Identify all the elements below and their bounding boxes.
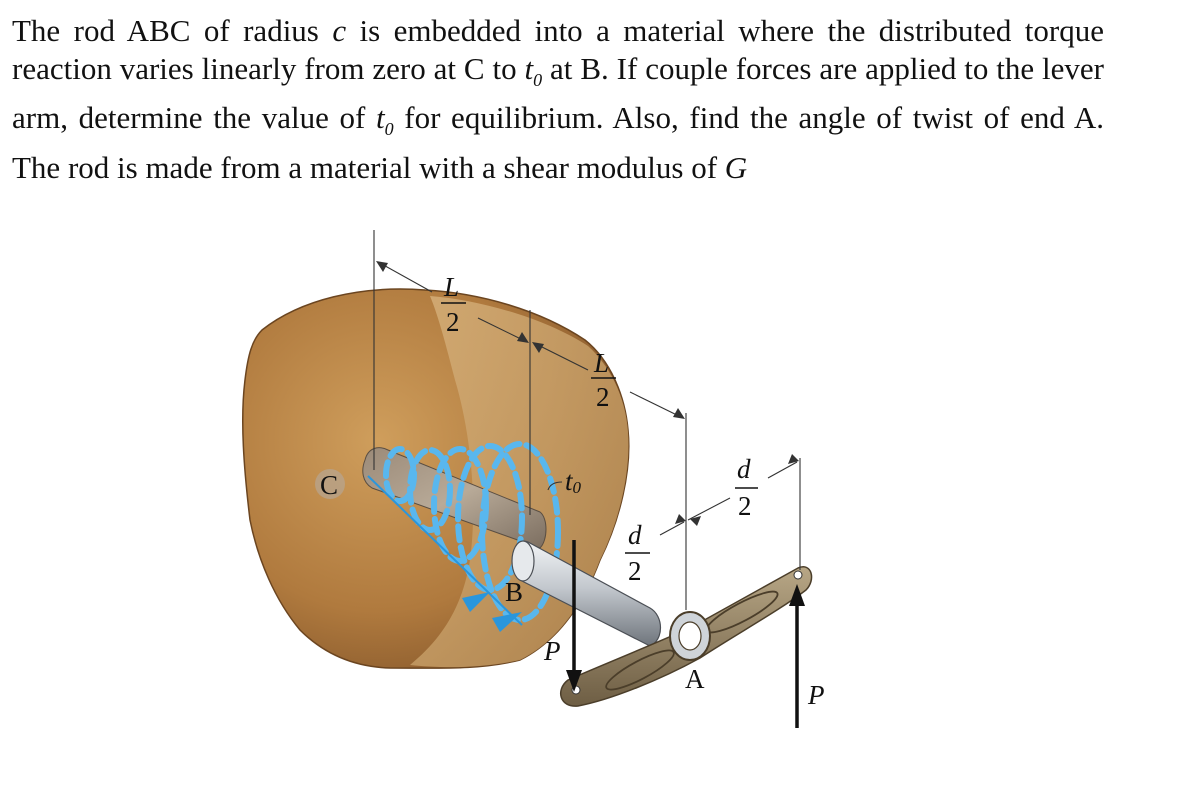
shear-modulus-symbol: G — [724, 149, 748, 185]
torque-distribution-line — [367, 475, 523, 626]
torque-arrow-head — [462, 592, 490, 612]
dim-label-l: L — [593, 348, 609, 378]
tapered-rod-section — [362, 447, 547, 549]
problem-text-4: for equilibrium. Also, find the angle of… — [12, 100, 1104, 185]
force-p-left-label: P — [543, 636, 561, 666]
problem-text-1: The rod ABC of radius — [12, 13, 333, 48]
force-p-right-label: P — [807, 680, 825, 710]
dim-label-d: d — [737, 454, 751, 484]
t0-symbol: t0 — [375, 100, 394, 140]
dim-label-two: 2 — [596, 382, 610, 412]
radius-symbol: c — [332, 13, 347, 48]
force-p-left-arrowhead — [566, 670, 582, 692]
lever-hub-hole — [678, 621, 702, 651]
dim-label-d: d — [628, 520, 642, 550]
distributed-torque-arrows — [383, 441, 561, 623]
point-c-marker — [315, 469, 345, 499]
problem-text-2: is embedded into a material where the di… — [12, 13, 1104, 86]
point-b-label: B — [505, 577, 523, 607]
dimension-extension-lines — [373, 230, 801, 610]
dim-label-two: 2 — [446, 307, 460, 337]
dimension-arrowheads — [376, 261, 799, 526]
dim-label-two: 2 — [738, 491, 752, 521]
lever-pin-right — [793, 570, 803, 580]
dim-label-l: L — [443, 272, 459, 302]
dim-label-two: 2 — [628, 556, 642, 586]
t0-symbol: t0 — [524, 50, 543, 90]
problem-statement: The rod ABC of radius c is embedded into… — [12, 12, 1104, 186]
point-c-label: C — [320, 470, 338, 500]
t0-leader — [547, 481, 563, 491]
dimension-lines — [377, 261, 798, 536]
lever-slot-left — [605, 649, 675, 691]
t0-label: t0 — [565, 466, 582, 497]
point-a-label: A — [685, 664, 705, 694]
rod-end-b — [511, 540, 535, 582]
problem-text-3: at B. If couple forces are applied to th… — [12, 50, 1104, 136]
force-p-right-arrowhead — [789, 584, 805, 606]
